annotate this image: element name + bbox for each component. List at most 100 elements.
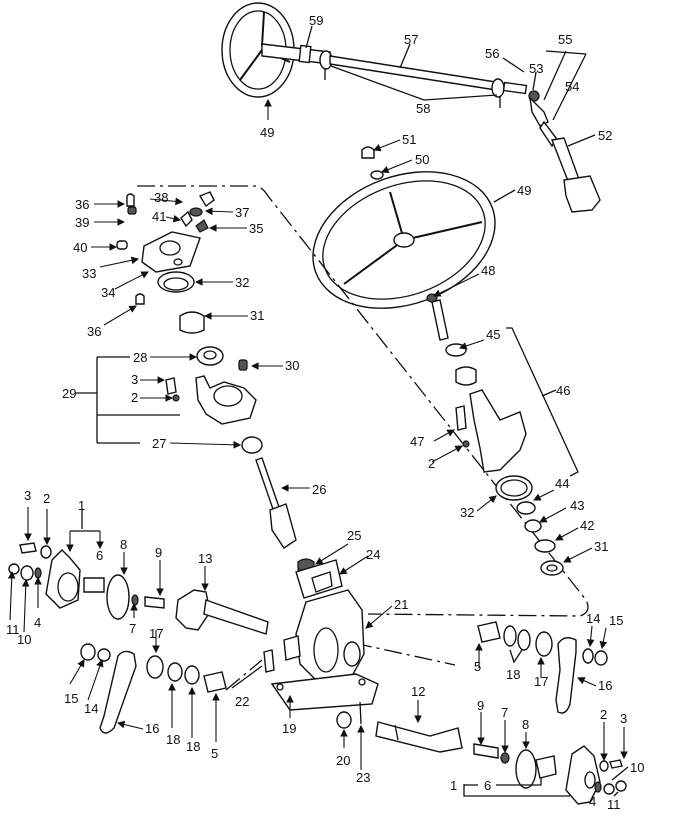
callout-36b: 36 bbox=[87, 324, 101, 339]
callout-33: 33 bbox=[82, 266, 96, 281]
callout-46: 46 bbox=[556, 383, 570, 398]
power-steering-column-assembly bbox=[431, 299, 564, 576]
seal-17a bbox=[146, 655, 164, 679]
callout-1b: 1 bbox=[450, 778, 457, 793]
callout-21: 21 bbox=[394, 597, 408, 612]
callout-57: 57 bbox=[404, 32, 418, 47]
column-callouts: 45 46 47 2 32 44 43 42 31 bbox=[410, 327, 608, 563]
callout-11b: 11 bbox=[607, 797, 621, 812]
callout-7a: 7 bbox=[129, 621, 136, 636]
horn-cap bbox=[361, 146, 375, 159]
callout-7b: 7 bbox=[501, 705, 508, 720]
sector-gear-13 bbox=[175, 589, 211, 631]
lower-sector-shaft-assembly bbox=[375, 721, 627, 805]
callout-54: 54 bbox=[565, 79, 579, 94]
bushing-5b bbox=[477, 621, 501, 643]
callout-58: 58 bbox=[416, 101, 430, 116]
top-callouts: 49 59 57 58 56 53 55 54 52 bbox=[260, 13, 612, 147]
bushing-5a bbox=[203, 671, 227, 693]
end-cover-right bbox=[565, 745, 601, 805]
callout-10a: 10 bbox=[17, 632, 31, 647]
bushing-27 bbox=[241, 436, 263, 454]
callout-43: 43 bbox=[570, 498, 584, 513]
callout-28: 28 bbox=[133, 350, 147, 365]
upper-cover-callouts: 29 28 30 3 2 27 26 bbox=[62, 350, 326, 497]
assembly-boundary-line bbox=[137, 185, 589, 617]
callout-53: 53 bbox=[529, 61, 543, 76]
callout-55: 55 bbox=[558, 32, 572, 47]
callout-51: 51 bbox=[402, 132, 416, 147]
callout-3c: 3 bbox=[620, 711, 627, 726]
callout-12: 12 bbox=[411, 684, 425, 699]
lower-left-callouts: 17 15 14 16 18 18 5 bbox=[64, 626, 220, 761]
callout-16b: 16 bbox=[598, 678, 612, 693]
callout-31b: 31 bbox=[594, 539, 608, 554]
callout-18b: 18 bbox=[186, 739, 200, 754]
callout-49: 49 bbox=[260, 125, 274, 140]
lower-left-pitman-assembly bbox=[80, 643, 263, 734]
callout-10b: 10 bbox=[630, 760, 644, 775]
callout-36a: 36 bbox=[75, 197, 89, 212]
column-housing bbox=[469, 389, 527, 473]
o-ring-8 bbox=[106, 574, 130, 620]
callout-45: 45 bbox=[486, 327, 500, 342]
upper-cover bbox=[195, 375, 257, 425]
callout-29: 29 bbox=[62, 386, 76, 401]
callout-38: 38 bbox=[154, 190, 168, 205]
callout-47: 47 bbox=[410, 434, 424, 449]
gear-housing-21 bbox=[295, 589, 365, 683]
callout-18a: 18 bbox=[166, 732, 180, 747]
callout-2b: 2 bbox=[428, 456, 435, 471]
lower-right-pitman-assembly bbox=[477, 621, 608, 714]
callout-17a: 17 bbox=[149, 626, 163, 641]
callout-17b: 17 bbox=[534, 674, 548, 689]
callout-49b: 49 bbox=[517, 183, 531, 198]
callout-20: 20 bbox=[336, 753, 350, 768]
callout-9a: 9 bbox=[155, 545, 162, 560]
callout-3b: 3 bbox=[24, 488, 31, 503]
callout-32a: 32 bbox=[235, 275, 249, 290]
callout-34: 34 bbox=[101, 285, 115, 300]
callout-1a: 1 bbox=[78, 498, 85, 513]
callout-41: 41 bbox=[152, 209, 166, 224]
callout-8a: 8 bbox=[120, 537, 127, 552]
large-steering-wheel-assembly bbox=[312, 146, 496, 309]
callout-9b: 9 bbox=[477, 698, 484, 713]
callout-16a: 16 bbox=[145, 721, 159, 736]
callout-6a: 6 bbox=[96, 548, 103, 563]
callout-19: 19 bbox=[282, 721, 296, 736]
callout-4b: 4 bbox=[589, 794, 596, 809]
callout-22: 22 bbox=[235, 694, 249, 709]
valve-housing-callouts: 38 36 39 41 37 35 40 33 34 32 36 31 bbox=[73, 190, 264, 339]
callout-27: 27 bbox=[152, 436, 166, 451]
callout-4a: 4 bbox=[34, 615, 41, 630]
callout-15b: 15 bbox=[609, 613, 623, 628]
callout-32b: 32 bbox=[460, 505, 474, 520]
gear-housing-callouts: 25 24 21 22 19 20 23 bbox=[231, 528, 408, 785]
callout-6b: 6 bbox=[484, 778, 491, 793]
callout-52: 52 bbox=[598, 128, 612, 143]
callout-26: 26 bbox=[312, 482, 326, 497]
callout-18c: 18 bbox=[506, 667, 520, 682]
bolt-22 bbox=[263, 649, 275, 673]
callout-15a: 15 bbox=[64, 691, 78, 706]
o-ring-8b bbox=[515, 749, 537, 789]
callout-48: 48 bbox=[481, 263, 495, 278]
valve-housing-assembly bbox=[116, 191, 215, 334]
valve-housing bbox=[141, 231, 201, 273]
callout-50: 50 bbox=[415, 152, 429, 167]
adjuster-screw-9 bbox=[144, 596, 165, 609]
lower-right-callouts: 5 18 17 14 15 16 bbox=[474, 611, 623, 693]
callout-37: 37 bbox=[235, 205, 249, 220]
sleeve-6b bbox=[535, 755, 557, 779]
callout-5b: 5 bbox=[474, 659, 481, 674]
left-end-cover-assembly bbox=[8, 542, 269, 635]
lower-sector-callouts: 12 9 7 8 2 3 10 1 6 4 11 bbox=[411, 684, 644, 812]
callout-2a: 2 bbox=[131, 390, 138, 405]
callout-3a: 3 bbox=[131, 372, 138, 387]
callout-59: 59 bbox=[309, 13, 323, 28]
callout-44: 44 bbox=[555, 476, 569, 491]
callout-35: 35 bbox=[249, 221, 263, 236]
end-cover-left bbox=[45, 549, 81, 609]
